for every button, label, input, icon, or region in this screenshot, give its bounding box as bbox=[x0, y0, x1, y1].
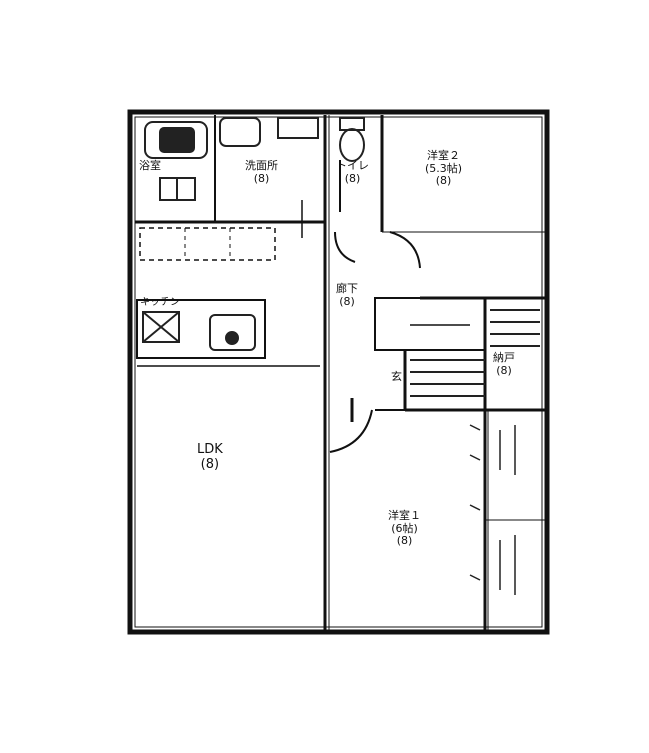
outer-wall bbox=[127, 109, 550, 635]
room-hallway-size: (8) bbox=[339, 294, 355, 308]
room-washroom-size: (8) bbox=[253, 171, 270, 185]
room-toilet-size: (8) bbox=[344, 171, 361, 185]
room-washroom-name: 洗面所 bbox=[245, 159, 278, 172]
room-bedroom2-size: (8) bbox=[435, 174, 452, 188]
room-washroom: 洗面所 (8) bbox=[245, 159, 278, 185]
room-bedroom1-tatami: (6帖) bbox=[391, 521, 418, 535]
room-ldk-name: LDK bbox=[197, 442, 223, 457]
room-ldk: LDK (8) bbox=[197, 442, 223, 473]
room-bath: 浴室 bbox=[139, 159, 161, 173]
room-bedroom2-tatami: (5.3帖) bbox=[425, 161, 463, 175]
room-toilet-name: トイレ bbox=[336, 159, 369, 172]
room-entrance-name: 玄 bbox=[391, 370, 402, 383]
room-storage-size: (8) bbox=[496, 363, 512, 377]
room-storage-name: 納戸 bbox=[493, 351, 515, 364]
room-bedroom1: 洋室１ (6帖) (8) bbox=[388, 509, 421, 548]
room-bedroom1-size: (8) bbox=[396, 534, 413, 548]
room-kitchen-name: キッチン bbox=[140, 297, 180, 308]
room-bedroom1-name: 洋室１ bbox=[388, 509, 421, 522]
outer-wall-inner-line bbox=[134, 116, 543, 628]
room-storage: 納戸 (8) bbox=[493, 351, 515, 377]
room-toilet: トイレ (8) bbox=[336, 159, 369, 185]
interior-walls bbox=[135, 115, 545, 630]
room-hallway: 廊下 (8) bbox=[336, 282, 358, 308]
door-swings bbox=[301, 160, 470, 453]
fixtures bbox=[142, 117, 540, 595]
room-bath-name: 浴室 bbox=[139, 159, 161, 172]
room-entrance: 玄 bbox=[391, 370, 402, 384]
room-hallway-name: 廊下 bbox=[336, 282, 358, 295]
room-bedroom2-name: 洋室２ bbox=[427, 149, 461, 162]
room-kitchen: キッチン bbox=[140, 297, 180, 309]
room-bedroom2: 洋室２ (5.3帖) (8) bbox=[425, 149, 463, 188]
room-ldk-size: (8) bbox=[200, 456, 220, 472]
